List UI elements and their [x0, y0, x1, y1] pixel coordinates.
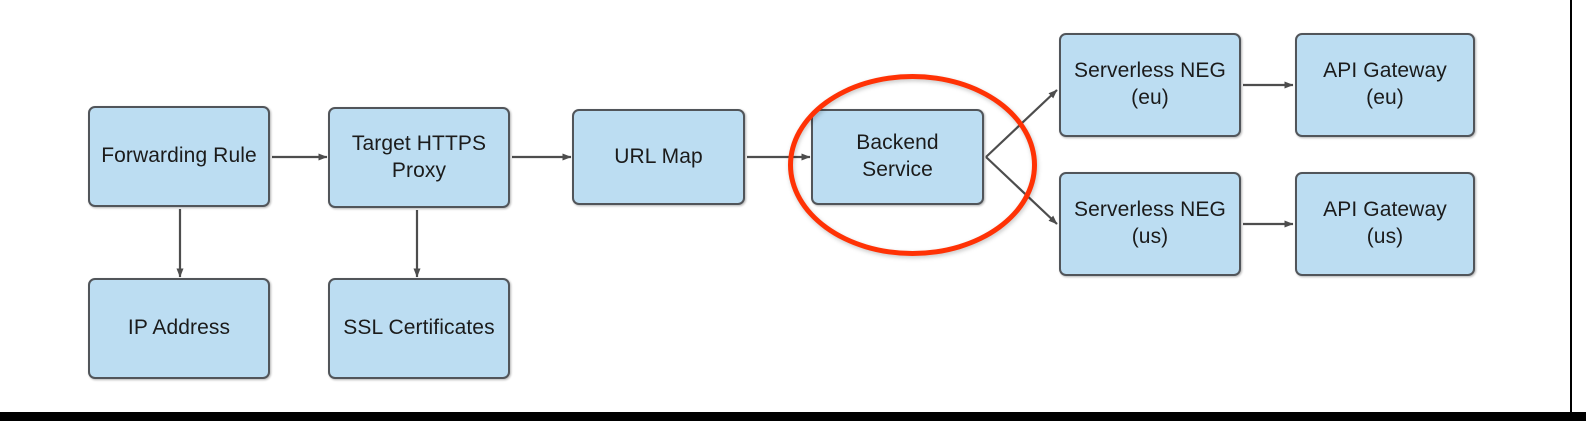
node-forwarding-rule[interactable]: Forwarding Rule: [88, 106, 270, 207]
node-label-ip-address: IP Address: [127, 316, 231, 340]
node-label-serverless-neg-eu: Serverless NEG (eu): [1074, 59, 1226, 109]
node-ssl-certificates[interactable]: SSL Certificates: [328, 278, 510, 379]
node-api-gateway-us[interactable]: API Gateway (us): [1295, 172, 1475, 276]
node-serverless-neg-us[interactable]: Serverless NEG (us): [1059, 172, 1241, 276]
node-label-ssl-certificates: SSL Certificates: [343, 316, 495, 340]
node-api-gateway-eu[interactable]: API Gateway (eu): [1295, 33, 1475, 137]
node-serverless-neg-eu[interactable]: Serverless NEG (eu): [1059, 33, 1241, 137]
node-label-forwarding-rule: Forwarding Rule: [101, 144, 257, 168]
node-url-map[interactable]: URL Map: [572, 109, 745, 205]
right-edge-rule: [1570, 0, 1572, 421]
node-ip-address[interactable]: IP Address: [88, 278, 270, 379]
node-label-api-gateway-us: API Gateway (us): [1323, 198, 1447, 248]
bottom-edge-bar: [0, 412, 1586, 421]
node-label-api-gateway-eu: API Gateway (eu): [1323, 59, 1447, 109]
highlight-ellipse-backend-service: [788, 74, 1037, 256]
node-target-https-proxy[interactable]: Target HTTPS Proxy: [328, 107, 510, 208]
node-label-target-https-proxy: Target HTTPS Proxy: [351, 131, 487, 182]
node-label-url-map: URL Map: [614, 144, 703, 168]
node-label-serverless-neg-us: Serverless NEG (us): [1074, 198, 1226, 248]
